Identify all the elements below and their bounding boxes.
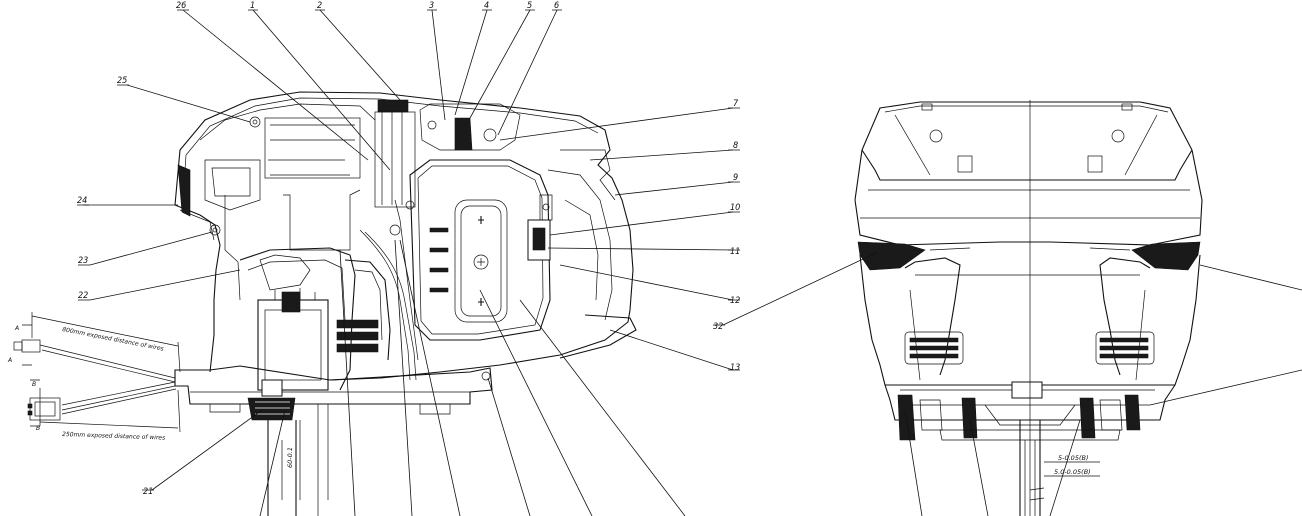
callout-1: 1	[250, 1, 255, 11]
callout-4: 4	[484, 1, 489, 11]
left-grille	[904, 331, 964, 365]
callout-8: 8	[733, 141, 738, 151]
callout-7: 7	[733, 99, 739, 109]
right-front-view: 5-0.05(B) 5.0-0.05(B)	[854, 100, 1203, 516]
callout-10: 10	[730, 203, 740, 213]
callout-6: 6	[554, 1, 559, 11]
callout-11: 11	[730, 247, 740, 257]
callout-21: 21	[143, 487, 153, 497]
connector-label-b-top: B	[32, 381, 36, 388]
callout-labels: 26 1 2 3 4 5 6 25 24 23 22 21 7 8 9 10 1…	[77, 1, 740, 497]
callout-3: 3	[429, 1, 434, 11]
dimension-right-top: 5-0.05(B)	[1058, 454, 1089, 462]
right-grille	[1095, 331, 1155, 365]
callout-13: 13	[730, 363, 740, 373]
callout-23: 23	[78, 256, 88, 266]
connector-label-a-top: A	[14, 325, 19, 332]
connector-label-a-bottom: A	[7, 357, 12, 364]
callout-24: 24	[77, 196, 87, 206]
callout-25: 25	[117, 76, 127, 86]
leader-lines	[77, 9, 1302, 516]
connector-label-b-bottom: B	[36, 425, 40, 432]
callout-12: 12	[730, 296, 740, 306]
callout-9: 9	[733, 173, 738, 183]
wire-note-lower: 250mm exposed distance of wires	[62, 431, 165, 442]
wire-note-upper: 800mm exposed distance of wires	[62, 326, 165, 353]
wire-connector-detail: 800mm exposed distance of wires 250mm ex…	[7, 312, 294, 500]
left-section-view	[174, 91, 637, 516]
dimension-left-vertical: 60-0.1	[286, 447, 294, 468]
callout-26: 26	[176, 1, 186, 11]
dimension-right-bottom: 5.0-0.05(B)	[1054, 468, 1091, 476]
callout-32: 32	[713, 322, 723, 332]
callout-5: 5	[527, 1, 532, 11]
callout-2: 2	[317, 1, 322, 11]
callout-22: 22	[78, 291, 88, 301]
